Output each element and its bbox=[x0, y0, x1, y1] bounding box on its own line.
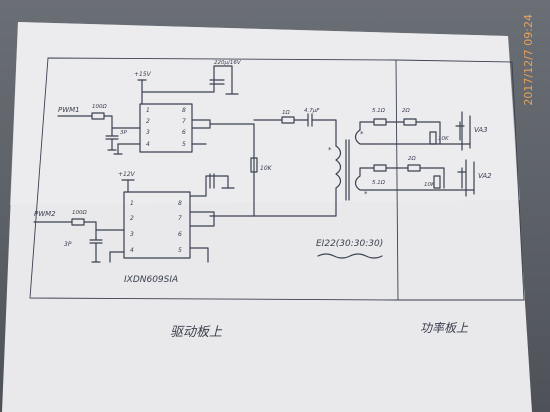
caption-power-board: 功率板上 bbox=[420, 321, 469, 335]
pin-label: 8 bbox=[182, 107, 186, 114]
va2-label: VA2 bbox=[478, 172, 492, 180]
resistor-10k bbox=[250, 157, 258, 173]
r2-bottom-label: 2Ω bbox=[408, 156, 416, 162]
drive-bus bbox=[209, 123, 255, 217]
r100-bottom-label: 100Ω bbox=[72, 210, 87, 216]
pin-label: 4 bbox=[146, 141, 150, 148]
pin-label: 1 bbox=[130, 200, 134, 207]
pwm1-label: PWM1 bbox=[58, 106, 80, 114]
r51-bottom-label: 5.1Ω bbox=[372, 180, 386, 186]
pin-label: 4 bbox=[130, 247, 134, 254]
pin-label: 7 bbox=[182, 118, 186, 125]
pin-label: 5 bbox=[178, 247, 182, 254]
transformer-label: EI22(30:30:30) bbox=[316, 239, 383, 249]
pin-label: 6 bbox=[178, 231, 182, 238]
r10k-label: 10K bbox=[260, 165, 273, 172]
resistor-10k-bottom bbox=[433, 175, 441, 189]
pwm2-label: PWM2 bbox=[34, 210, 56, 218]
camera-timestamp: 2017/12/7 09:24 bbox=[522, 14, 535, 106]
pin-label: 2 bbox=[146, 118, 150, 125]
pin-label: 7 bbox=[178, 215, 182, 222]
pin-label: 2 bbox=[130, 215, 134, 222]
cap3p-top-label: 3P bbox=[120, 130, 127, 136]
r2-top-label: 2Ω bbox=[402, 108, 410, 114]
transformer-primary bbox=[335, 145, 342, 193]
squiggle-underline bbox=[317, 253, 383, 259]
r1ohm-label: 1Ω bbox=[282, 110, 290, 116]
pin-label: 6 bbox=[182, 129, 186, 136]
transformer-secondary-bottom bbox=[354, 175, 373, 191]
cap47-label: 4.7μF bbox=[304, 108, 320, 114]
pin-label: 8 bbox=[178, 200, 182, 207]
svg-text:*: * bbox=[360, 130, 364, 138]
cap-top-label: 220μ/16V bbox=[214, 60, 242, 66]
driver-ic-bottom bbox=[123, 191, 191, 259]
pin-label: 3 bbox=[130, 231, 134, 238]
r10k-bottom-label: 10K bbox=[424, 182, 435, 188]
ic-name-label: IXDN609SIA bbox=[124, 275, 178, 285]
pin-label: 5 bbox=[182, 141, 186, 148]
transformer-secondary-top bbox=[354, 129, 373, 145]
caption-drive-board: 驱动板上 bbox=[170, 325, 223, 340]
r51-top-label: 5.1Ω bbox=[372, 108, 386, 114]
supply-bottom-label: +12V bbox=[118, 171, 136, 178]
r10k-top-label: 10K bbox=[438, 136, 449, 142]
svg-text:*: * bbox=[328, 146, 332, 154]
cap3p-bottom-label: 3P bbox=[64, 241, 72, 248]
va3-label: VA3 bbox=[474, 126, 488, 134]
r100-top-label: 100Ω bbox=[92, 104, 107, 110]
pin-label: 1 bbox=[146, 107, 150, 114]
pin-label: 3 bbox=[146, 129, 150, 136]
power-board-frame bbox=[395, 59, 525, 301]
svg-text:*: * bbox=[364, 190, 368, 198]
supply-top-label: +15V bbox=[134, 71, 152, 78]
